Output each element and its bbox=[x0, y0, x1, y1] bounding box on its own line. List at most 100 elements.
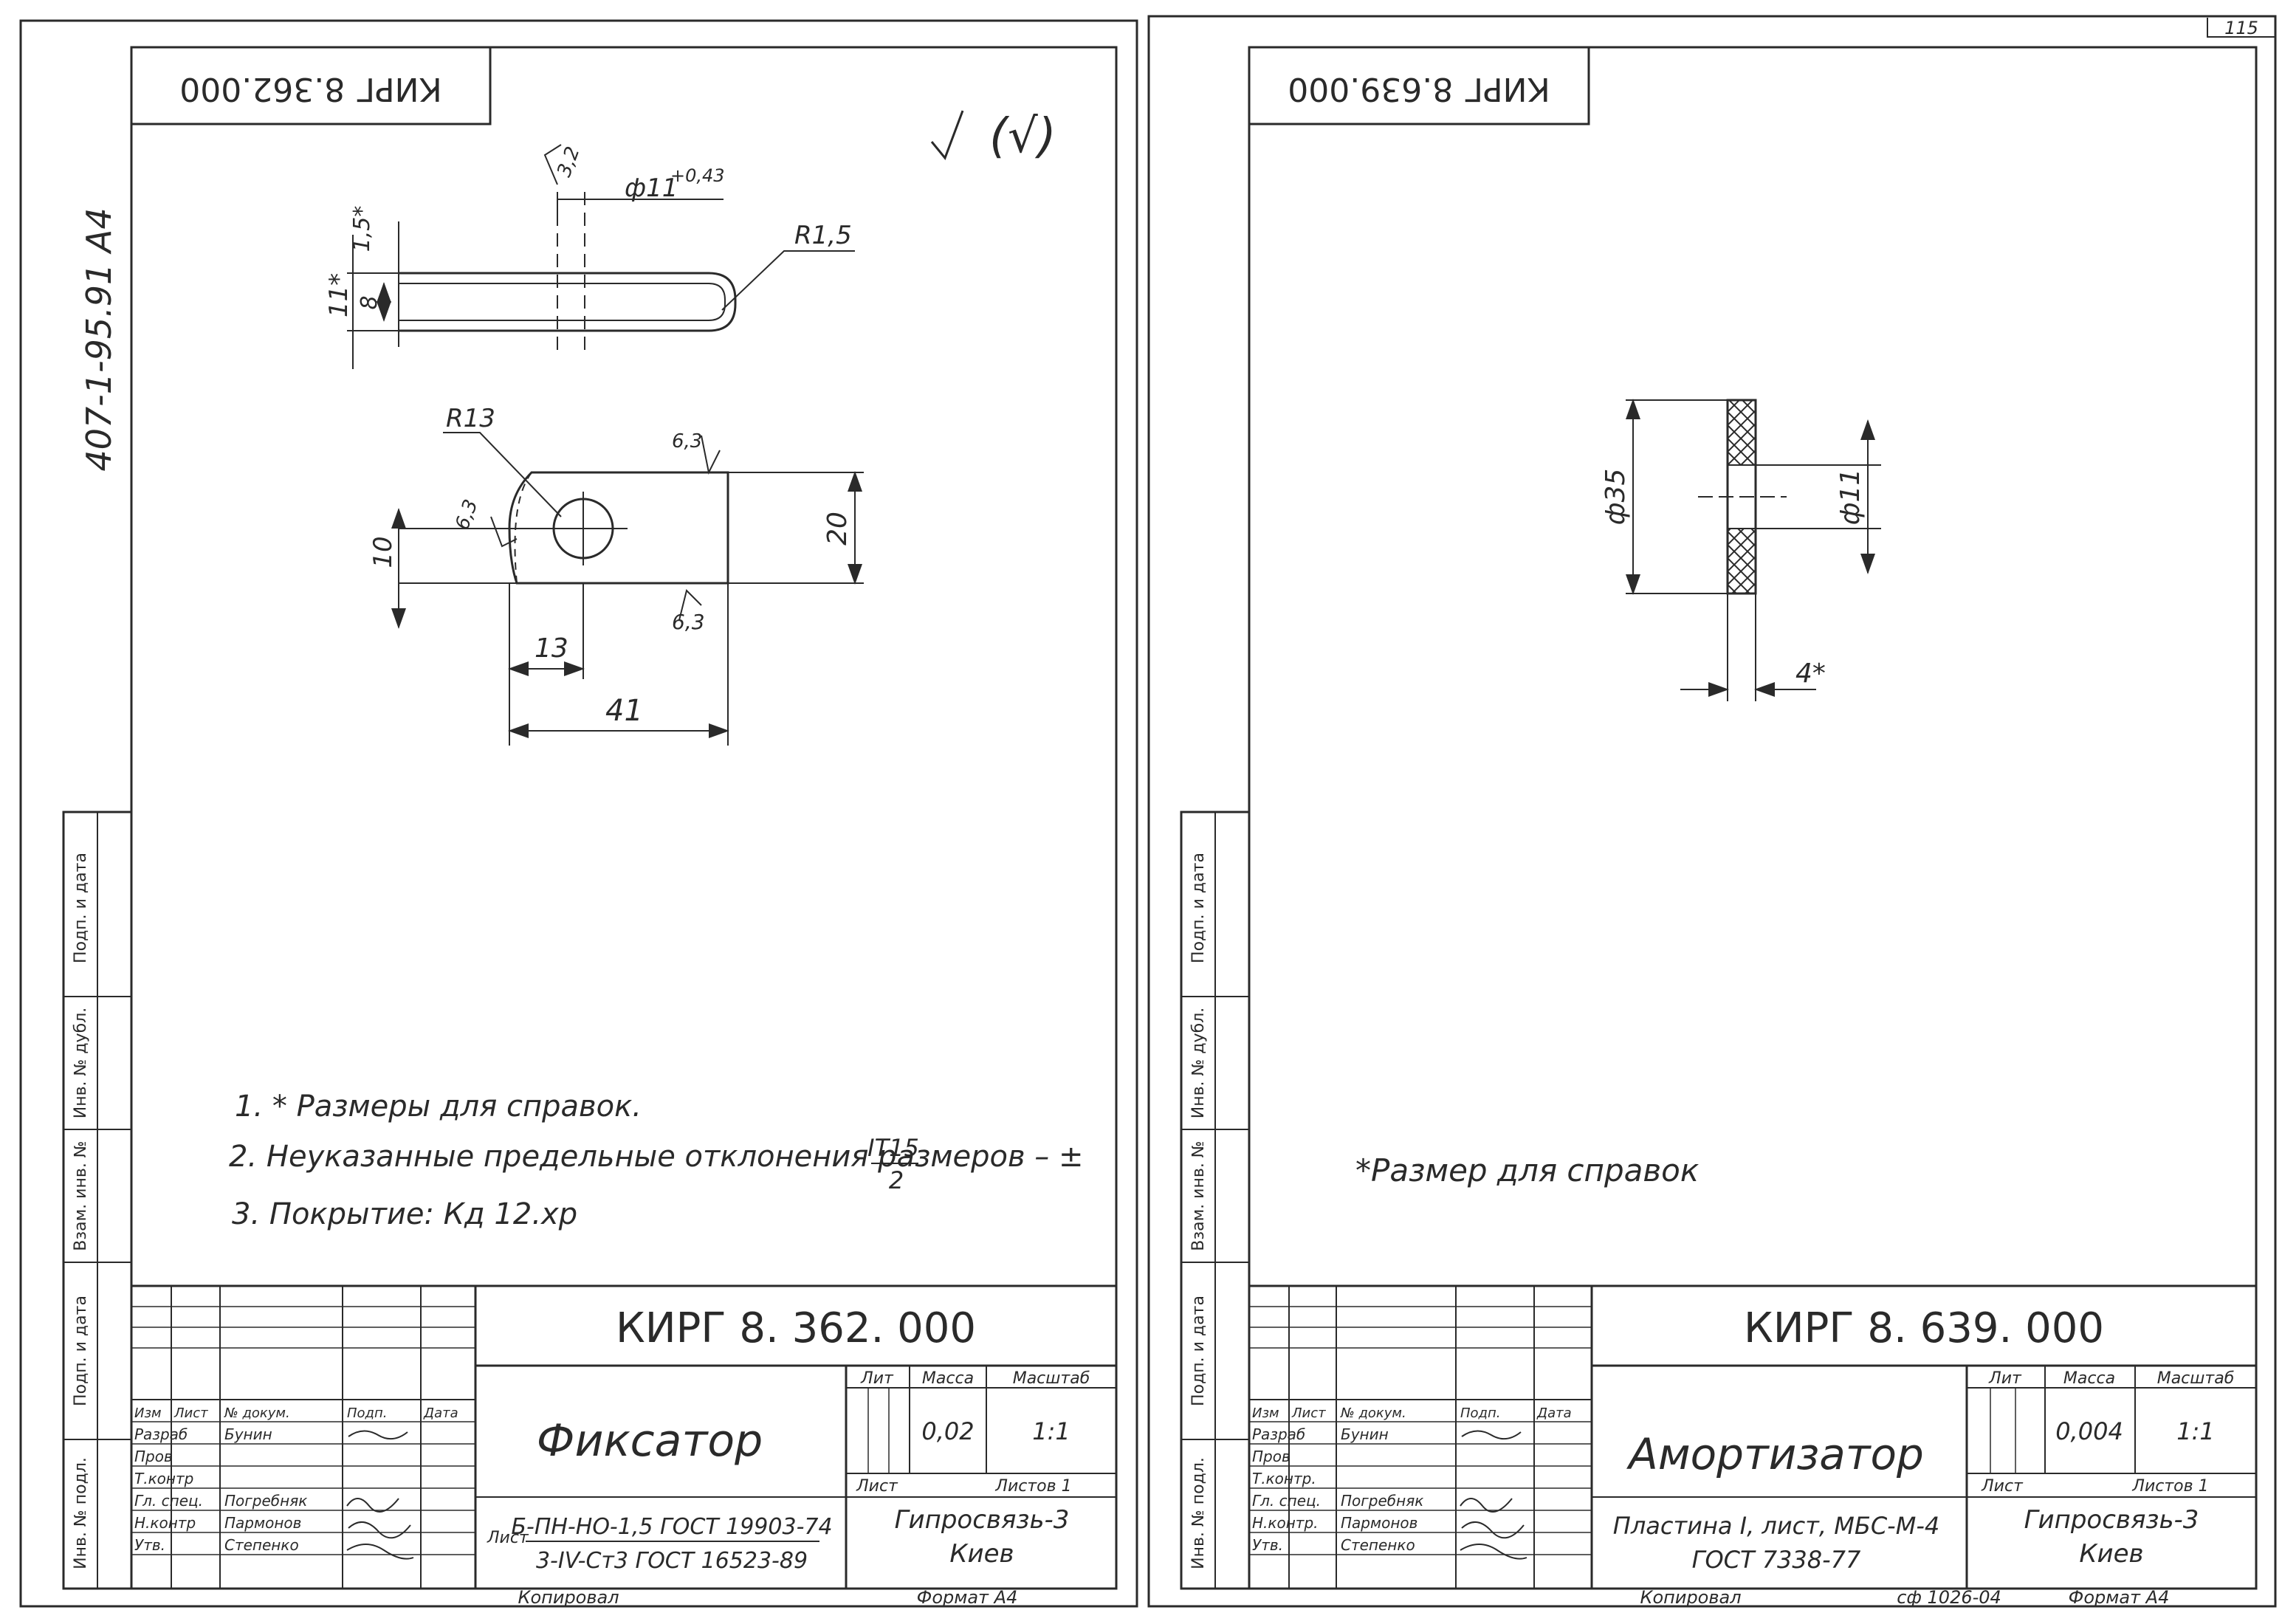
stamp-replace-inv: Взам. инв. № bbox=[72, 1140, 90, 1250]
sheet2-title-code: КИРГ 8. 639. 000 bbox=[1744, 1304, 2104, 1352]
sheet1-hdr-izm: Изм bbox=[134, 1405, 162, 1421]
sheet1-org-line1: Гипросвязь-3 bbox=[895, 1505, 1070, 1535]
sheet1-hdr-list: Лист bbox=[173, 1405, 208, 1421]
sheet2-scale-value: 1:1 bbox=[2176, 1417, 2215, 1445]
stamp2-signature-date: Подп. и дата bbox=[1189, 853, 1208, 963]
sheet2-part-name: Амортизатор bbox=[1626, 1429, 1924, 1479]
sheet1-role-prov: Пров bbox=[134, 1448, 173, 1465]
sheet2-format: Формат А4 bbox=[2069, 1587, 2170, 1608]
stamp-dup-inv: Инв. № дубл. bbox=[72, 1008, 90, 1119]
dim-r15: R1,5 bbox=[794, 221, 852, 250]
dim-w10: 10 bbox=[368, 536, 398, 568]
sheet2-org-line1: Гипросвязь-3 bbox=[2024, 1505, 2199, 1535]
sheet1-name-razrab: Бунин bbox=[224, 1425, 272, 1443]
roughness-3-2: 3,2 bbox=[553, 144, 584, 180]
sheet1-side-stamp: Подп. и дата Инв. № дубл. Взам. инв. № П… bbox=[62, 811, 133, 1590]
sheet2-hdr-izm: Изм bbox=[1252, 1405, 1279, 1421]
sheet2-top-code: КИРГ 8.639.000 bbox=[1288, 70, 1550, 108]
sheet1-role-razrab: Разраб bbox=[134, 1425, 188, 1443]
sheet2-outer-border bbox=[1147, 15, 2277, 1608]
fixator-side-view bbox=[347, 144, 855, 369]
page-number: 115 bbox=[2224, 18, 2258, 38]
note-2-tol-num: IT15 bbox=[867, 1134, 919, 1162]
sheet1-sheet-label: Лист bbox=[856, 1477, 898, 1496]
dim-d35: ф35 bbox=[1601, 469, 1631, 526]
stamp-original-inv: Инв. № подл. bbox=[72, 1457, 90, 1569]
sheet1-part-name: Фиксатор bbox=[537, 1415, 763, 1467]
sheet2-title-block bbox=[1248, 1284, 2258, 1590]
roughness-6-3-a: 6,3 bbox=[672, 430, 702, 453]
signature-utv-1 bbox=[346, 1544, 414, 1560]
dim-d11-sheet2: ф11 bbox=[1835, 469, 1866, 526]
signature-glspec-1 bbox=[346, 1498, 399, 1513]
sheet2-name-razrab: Бунин bbox=[1341, 1425, 1389, 1443]
sheet2-name-utv: Степенко bbox=[1341, 1536, 1415, 1554]
stamp2-dup-inv: Инв. № дубл. bbox=[1189, 1008, 1208, 1119]
sheet2-hdr-list: Лист bbox=[1291, 1405, 1326, 1421]
sheet2-name-nkontr: Пармонов bbox=[1341, 1514, 1417, 1532]
sheet1-material-prefix: Лист bbox=[487, 1529, 529, 1547]
sheet2-hdr-date: Дата bbox=[1536, 1405, 1572, 1421]
sheet1-lit-label: Лит bbox=[860, 1369, 894, 1388]
sheet1-scale-label: Масштаб bbox=[1013, 1369, 1090, 1388]
signature-nkontr-1 bbox=[348, 1521, 411, 1539]
sheet1-role-nkontr: Н.контр bbox=[134, 1514, 196, 1532]
dim-w41: 41 bbox=[605, 694, 643, 728]
sheet1-hdr-doc: № докум. bbox=[224, 1405, 290, 1421]
sheet2-name-glspec: Погребняк bbox=[1341, 1492, 1423, 1510]
sheet1-outer-border bbox=[19, 19, 1138, 1608]
sheet1-hdr-date: Дата bbox=[423, 1405, 458, 1421]
sheet2-org-line2: Киев bbox=[2079, 1539, 2143, 1569]
dim-d11-tol: +0,43 bbox=[670, 165, 725, 186]
shock-absorber-section bbox=[1626, 399, 1881, 701]
sheet2-mass-value: 0,004 bbox=[2055, 1417, 2123, 1445]
dim-h15: 1,5* bbox=[349, 206, 375, 252]
sheet2-role-nkontr: Н.контр. bbox=[1252, 1514, 1319, 1532]
sheet1-title-block bbox=[130, 1284, 1118, 1590]
stamp-signature-date-2: Подп. и дата bbox=[72, 1296, 90, 1406]
dim-h11: 11* bbox=[324, 273, 354, 317]
sheet1-hdr-sign: Подп. bbox=[347, 1405, 387, 1421]
sheet1-mass-label: Масса bbox=[922, 1369, 974, 1388]
roughness-symbol: (√) bbox=[989, 109, 1056, 164]
sheet2-sheets-label: Листов 1 bbox=[2131, 1477, 2208, 1496]
roughness-6-3-b: 6,3 bbox=[672, 610, 705, 634]
stamp-signature-date: Подп. и дата bbox=[72, 853, 90, 963]
note-2: 2. Неуказанные предельные отклонения раз… bbox=[229, 1140, 1084, 1174]
sheet1-top-code-box bbox=[130, 46, 492, 125]
dim-d11: ф11 bbox=[625, 173, 678, 203]
stamp2-original-inv: Инв. № подл. bbox=[1189, 1457, 1208, 1569]
sheet1-role-utv: Утв. bbox=[134, 1536, 165, 1554]
sheet2-hdr-doc: № докум. bbox=[1340, 1405, 1406, 1421]
sheet1-name-utv: Степенко bbox=[224, 1536, 299, 1554]
sheet2-format-code: сф 1026-04 bbox=[1897, 1587, 2001, 1608]
sheet1-scale-value: 1:1 bbox=[1032, 1417, 1070, 1445]
sheet1-name-nkontr: Пармонов bbox=[224, 1514, 301, 1532]
sheet1-frame bbox=[130, 46, 1118, 1590]
sheet1-format: Формат А4 bbox=[917, 1587, 1018, 1608]
sheet1-top-code: КИРГ 8.362.000 bbox=[179, 70, 441, 108]
stamp2-signature-date-2: Подп. и дата bbox=[1189, 1296, 1208, 1406]
dim-w20: 20 bbox=[822, 512, 853, 546]
sheet1-material-line1: Б-ПН-НО-1,5 ГОСТ 19903-74 bbox=[511, 1514, 832, 1540]
sheet2-scale-label: Масштаб bbox=[2157, 1369, 2235, 1388]
sheet1-sheets-label: Листов 1 bbox=[994, 1477, 1071, 1496]
sheet2-mass-label: Масса bbox=[2063, 1369, 2115, 1388]
fixator-plan-view bbox=[391, 432, 864, 746]
signature-nkontr-2 bbox=[1461, 1521, 1525, 1539]
roughness-icon bbox=[930, 110, 964, 160]
sheet1-title-code: КИРГ 8. 362. 000 bbox=[616, 1304, 976, 1352]
note-2-tol-den: 2 bbox=[889, 1166, 904, 1194]
dim-h8: 8 bbox=[357, 295, 382, 309]
sheet2-side-stamp: Подп. и дата Инв. № дубл. Взам. инв. № П… bbox=[1180, 811, 1251, 1590]
signature-glspec-2 bbox=[1460, 1498, 1513, 1513]
document-code-margin: 407-1-95.91 A4 bbox=[79, 207, 119, 471]
sheet2-lit-label: Лит bbox=[1988, 1369, 2022, 1388]
sheet2-hdr-sign: Подп. bbox=[1460, 1405, 1500, 1421]
sheet2-role-prov: Пров bbox=[1252, 1448, 1291, 1465]
sheet1-org-line2: Киев bbox=[949, 1539, 1014, 1569]
sheet1-role-glspec: Гл. спец. bbox=[134, 1492, 203, 1510]
sheet1-copied: Копировал bbox=[518, 1587, 619, 1608]
sheet2-copied: Копировал bbox=[1640, 1587, 1741, 1608]
